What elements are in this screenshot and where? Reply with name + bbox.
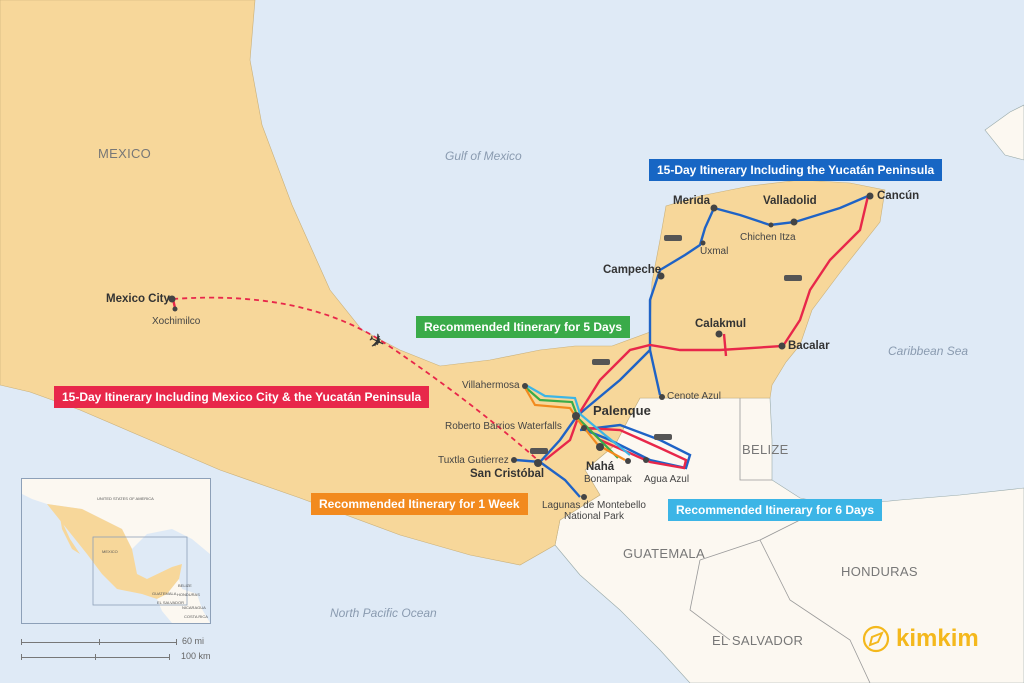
itinerary-banner-mexico-city-yucatan[interactable]: 15-Day Itinerary Including Mexico City &…	[54, 386, 430, 408]
city-roberto-barrios: Roberto Barrios Waterfalls	[445, 421, 562, 432]
city-merida: Merida	[673, 195, 711, 207]
country-label-el-salvador: EL SALVADOR	[712, 633, 804, 648]
city-bonampak: Bonampak	[584, 474, 632, 485]
inset-label-nicaragua: NICARAGUA	[182, 605, 206, 610]
city-campeche: Campeche	[603, 264, 662, 276]
inset-label-mexico: MEXICO	[102, 549, 118, 554]
country-label-honduras: HONDURAS	[841, 564, 918, 579]
city-tuxtla: Tuxtla Gutierrez	[438, 455, 509, 466]
city-uxmal: Uxmal	[700, 246, 729, 257]
city-chichen-itza: Chichen Itza	[740, 232, 796, 243]
inset-label-guatemala: GUATEMALA	[152, 591, 177, 596]
scale-label-km: 100 km	[181, 651, 211, 661]
scale-bar-km	[21, 654, 170, 660]
city-cancun: Cancún	[877, 190, 920, 202]
sea-label-gulf: Gulf of Mexico	[445, 149, 522, 163]
inset-label-costa-rica: COSTA RICA	[184, 614, 208, 619]
sea-label-pacific: North Pacific Ocean	[330, 606, 437, 620]
city-mexico-city: Mexico City	[106, 293, 170, 305]
city-bacalar: Bacalar	[788, 340, 830, 352]
mexico-land	[0, 0, 886, 566]
inset-label-belize: BELIZE	[178, 583, 192, 588]
city-cenote-azul: Cenote Azul	[667, 391, 721, 402]
city-agua-azul: Agua Azul	[644, 474, 690, 485]
city-valladolid: Valladolid	[763, 195, 817, 207]
city-dots	[168, 192, 874, 500]
inset-label-el-salvador: EL SALVADOR	[157, 600, 185, 605]
sea-label-caribbean: Caribbean Sea	[888, 344, 969, 358]
city-palenque: Palenque	[593, 403, 651, 418]
inset-locator-map: UNITED STATES OF AMERICA MEXICO BELIZE G…	[21, 478, 211, 624]
country-label-mexico: MEXICO	[98, 146, 152, 161]
car-icons	[530, 235, 802, 454]
inset-label-honduras: HONDURAS	[177, 592, 200, 597]
itinerary-banner-yucatan-15day[interactable]: 15-Day Itinerary Including the Yucatán P…	[649, 159, 943, 181]
route-yucatan-15day	[515, 194, 869, 498]
route-mexico-city-yucatan	[171, 195, 870, 470]
brand-name: kimkim	[896, 625, 979, 652]
city-calakmul: Calakmul	[695, 318, 747, 330]
city-xochimilco: Xochimilco	[152, 316, 201, 327]
country-borders	[689, 398, 871, 683]
route-5-days	[523, 385, 619, 459]
city-naha: Nahá	[586, 461, 615, 473]
cuba-land	[984, 104, 1024, 161]
city-villahermosa: Villahermosa	[462, 380, 520, 391]
scale-bar-miles	[21, 639, 177, 645]
itinerary-banner-6-days[interactable]: Recommended Itinerary for 6 Days	[668, 499, 883, 521]
country-label-guatemala: GUATEMALA	[623, 546, 705, 561]
inset-land	[22, 479, 210, 623]
scale-label-miles: 60 mi	[182, 636, 205, 646]
compass-icon	[862, 625, 890, 653]
kimkim-logo: kimkim	[862, 625, 979, 653]
itinerary-banner-1-week[interactable]: Recommended Itinerary for 1 Week	[311, 493, 528, 515]
flight-route	[172, 296, 541, 463]
itinerary-banner-5-days[interactable]: Recommended Itinerary for 5 Days	[416, 316, 631, 338]
country-label-belize: BELIZE	[742, 442, 789, 457]
route-6-days	[523, 383, 631, 456]
city-san-cristobal: San Cristóbal	[470, 468, 545, 480]
inset-label-usa: UNITED STATES OF AMERICA	[97, 496, 154, 501]
city-lagunas: Lagunas de Montebello National Park	[542, 500, 646, 522]
